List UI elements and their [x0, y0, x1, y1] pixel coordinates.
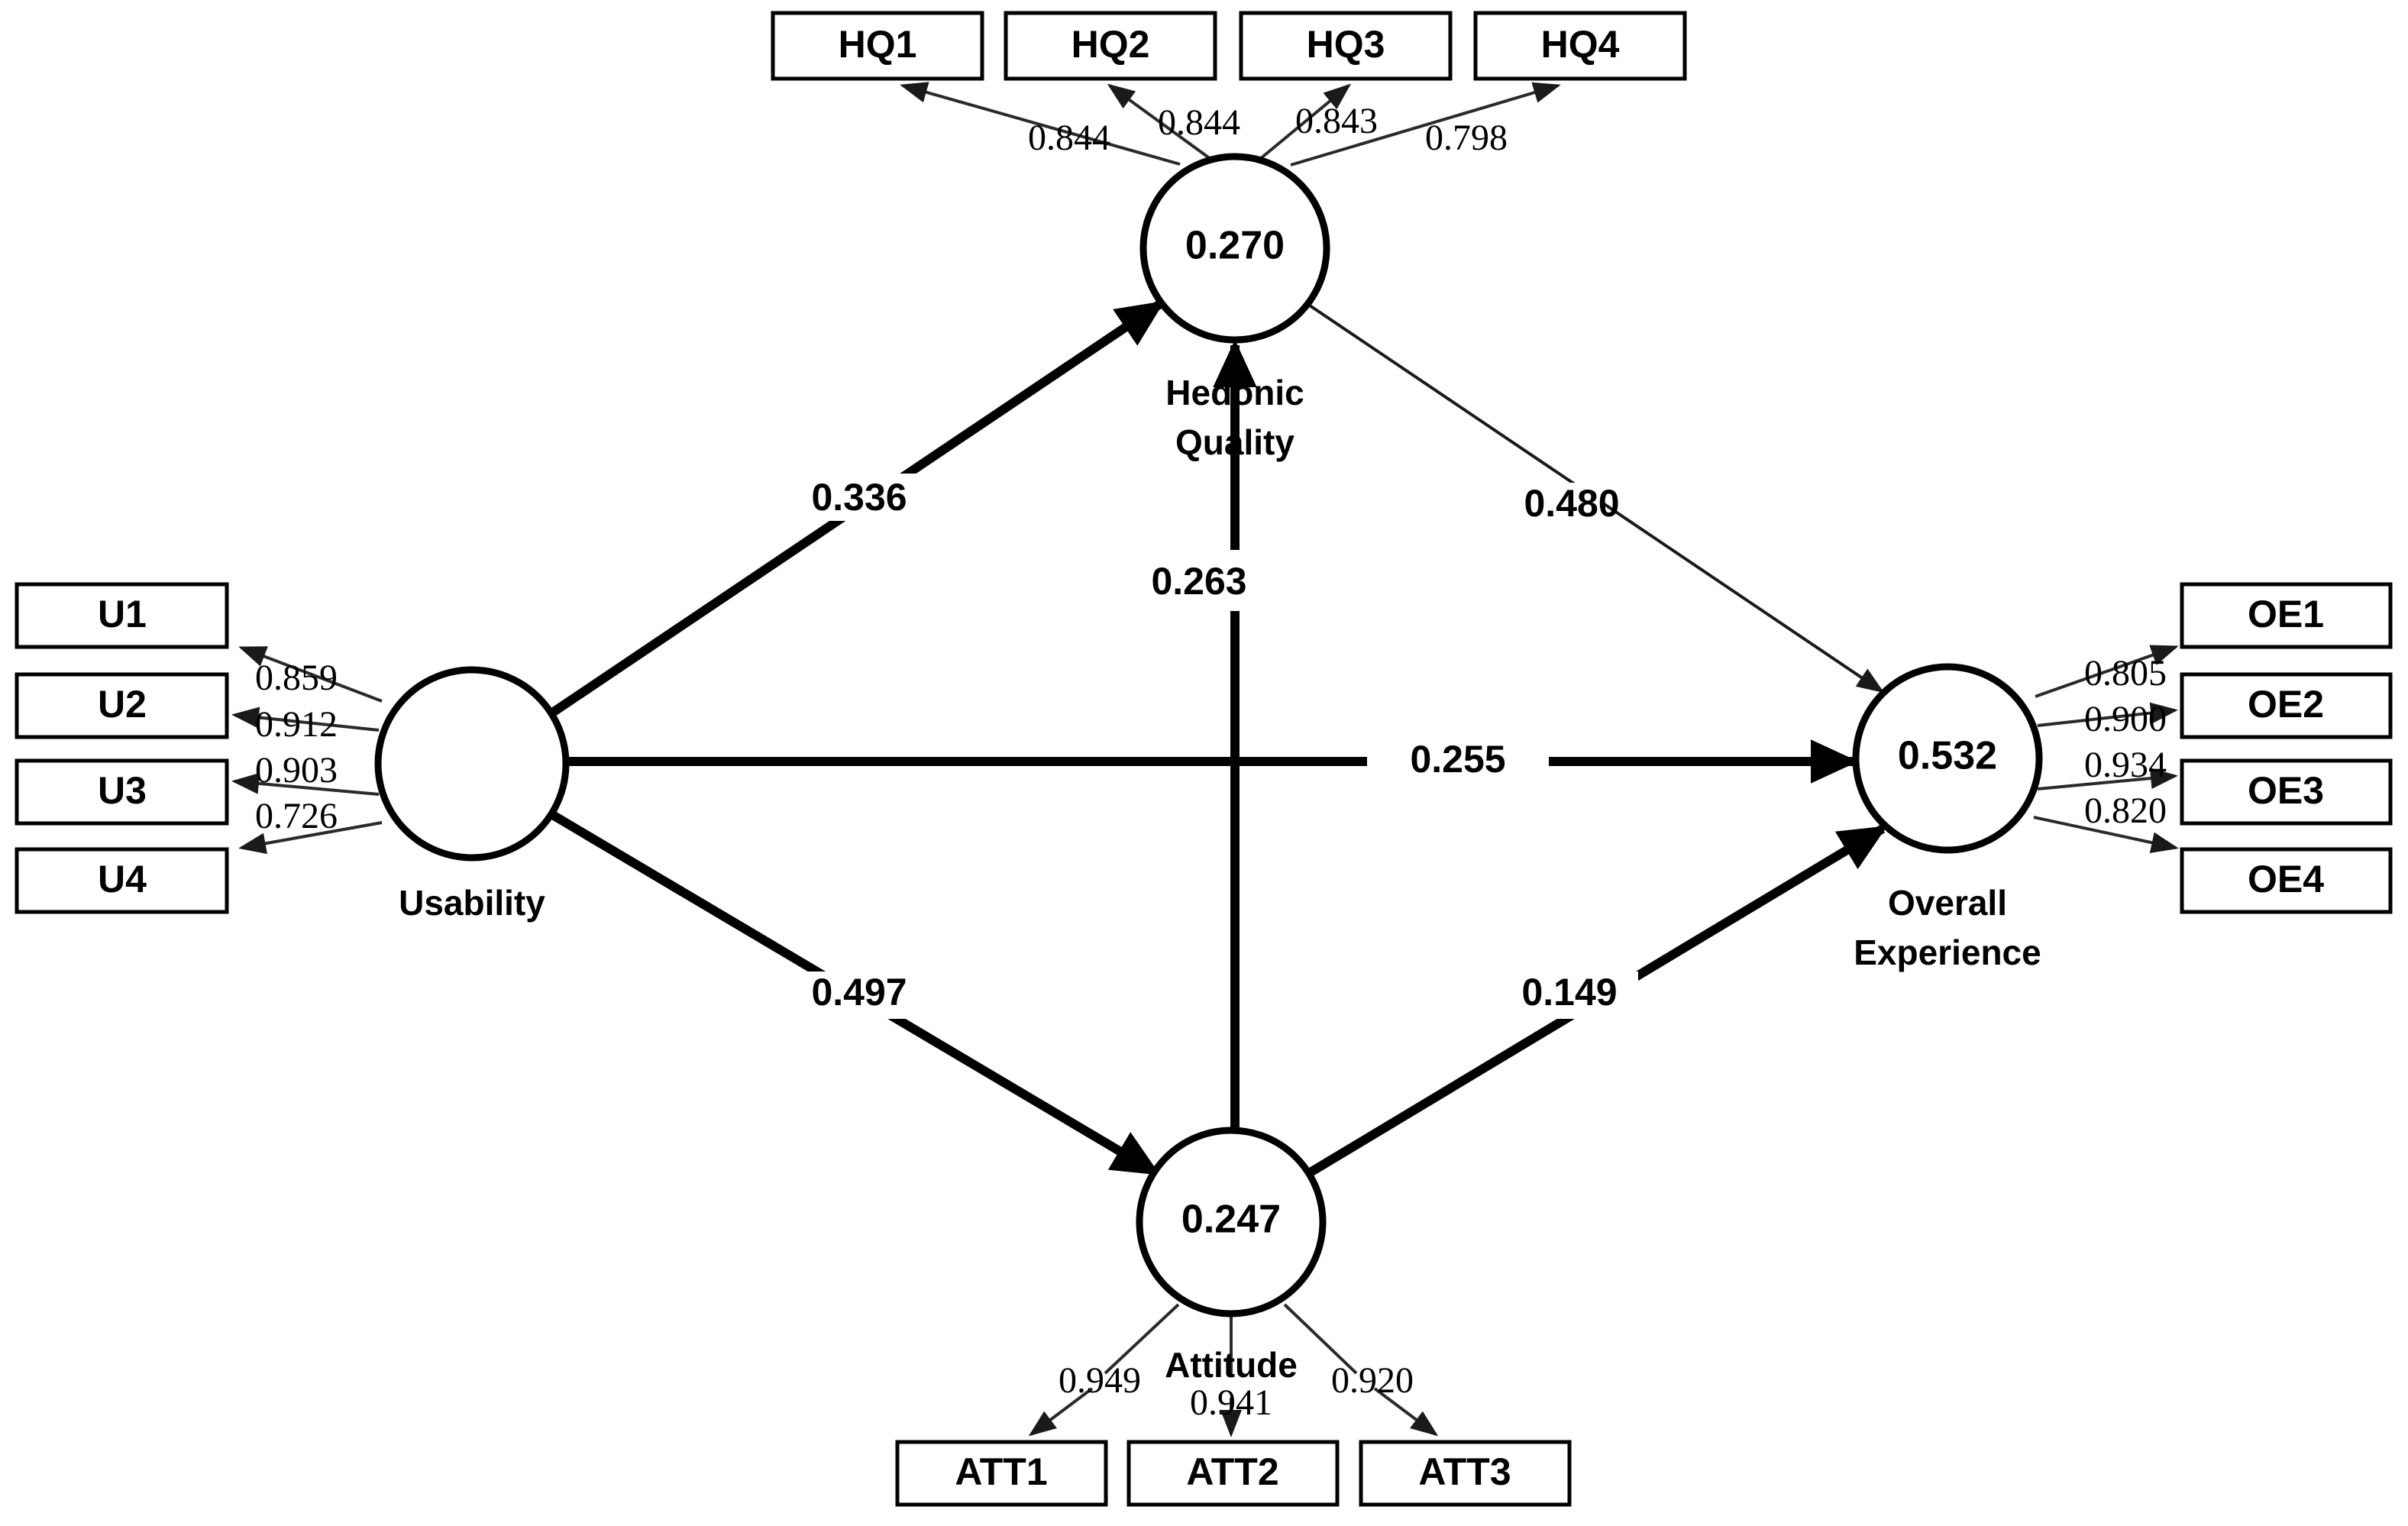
loading-value-oe3: 0.934: [2084, 745, 2167, 785]
indicator-label-oe2: OE2: [2248, 683, 2324, 726]
coef-usability-to-hedonic-quality: 0.336: [811, 476, 907, 519]
loading-path-u2: [231, 706, 380, 732]
indicator-label-oe4: OE4: [2248, 858, 2324, 900]
hq-indicator-group: HQ1 HQ2 HQ3 HQ4 0.844 0.844 0.843 0.798: [771, 11, 1687, 167]
construct-label-usability: Usability: [399, 883, 545, 923]
construct-circle-hedonic-quality[interactable]: [1139, 153, 1330, 344]
loading-value-oe2: 0.900: [2084, 699, 2167, 739]
indicator-label-hq2: HQ2: [1071, 23, 1150, 66]
indicator-box-u3[interactable]: [15, 758, 229, 826]
construct-label-overall-experience-line2: Experience: [1854, 933, 2041, 972]
loading-path-u3: [231, 772, 380, 796]
indicator-box-att2[interactable]: [1126, 1440, 1340, 1507]
coef-bg-usability-attitude: [790, 972, 928, 1019]
loading-path-att3-upper: [1283, 1303, 1358, 1375]
loading-path-u1: [238, 646, 383, 703]
construct-attitude[interactable]: 0.247 Attitude: [1136, 1127, 1327, 1385]
indicator-box-hq2[interactable]: [1004, 11, 1217, 81]
loading-path-hq3: [1259, 83, 1352, 160]
indicator-label-oe3: OE3: [2248, 769, 2324, 812]
construct-rsquare-overall-experience: 0.532: [1898, 734, 1997, 778]
indicator-label-att2: ATT2: [1186, 1450, 1278, 1493]
loading-path-u4: [238, 821, 383, 855]
construct-rsquare-attitude: 0.247: [1181, 1198, 1281, 1242]
indicator-label-hq4: HQ4: [1541, 23, 1620, 66]
loading-path-hq4: [1290, 82, 1561, 167]
coef-attitude-to-hedonic-quality: 0.263: [1151, 560, 1246, 603]
indicator-box-u1[interactable]: [15, 582, 229, 649]
loading-value-u2: 0.912: [255, 704, 338, 745]
loading-value-hq1: 0.844: [1028, 118, 1110, 158]
loading-path-oe3: [2037, 768, 2178, 790]
coef-bg-usability-hedonic: [790, 474, 928, 521]
loading-value-oe4: 0.820: [2084, 790, 2167, 831]
loading-value-u4: 0.726: [255, 796, 338, 836]
loading-value-u1: 0.859: [255, 658, 338, 698]
indicator-box-u4[interactable]: [15, 847, 229, 914]
indicator-box-oe1[interactable]: [2180, 582, 2393, 649]
indicator-label-u3: U3: [98, 769, 147, 812]
loading-value-att3: 0.920: [1331, 1360, 1414, 1401]
construct-circle-overall-experience[interactable]: [1852, 663, 2043, 854]
construct-circle-attitude[interactable]: [1136, 1127, 1327, 1317]
coef-attitude-to-overall-experience: 0.149: [1521, 971, 1617, 1014]
loading-path-hq1: [900, 82, 1181, 166]
indicator-label-att3: ATT3: [1418, 1450, 1511, 1493]
att-indicator-group: ATT1 ATT2 ATT3 0.949 0.941 0.920: [895, 1303, 1572, 1507]
loading-path-att1: [1028, 1387, 1094, 1437]
indicator-box-oe3[interactable]: [2180, 758, 2393, 826]
loading-value-u3: 0.903: [255, 750, 338, 790]
indicator-label-oe1: OE1: [2248, 593, 2324, 635]
indicator-box-hq3[interactable]: [1239, 11, 1453, 81]
loading-value-att1: 0.949: [1059, 1360, 1141, 1401]
coef-hedonic-quality-to-overall-experience: 0.480: [1524, 482, 1619, 525]
loading-path-hq2: [1107, 83, 1212, 160]
indicator-box-att3[interactable]: [1359, 1440, 1572, 1507]
loading-path-att1-upper: [1104, 1303, 1180, 1375]
indicator-box-att1[interactable]: [895, 1440, 1108, 1507]
construct-circle-usability[interactable]: [374, 666, 570, 862]
construct-hedonic-quality[interactable]: 0.270 Hedonic Quality: [1139, 153, 1330, 462]
construct-usability[interactable]: Usability: [374, 666, 570, 923]
loading-value-hq3: 0.843: [1295, 101, 1378, 141]
coefficient-labels: 0.336 0.263 0.480 0.255 0.497 0.149: [790, 474, 1638, 1019]
loading-path-oe2: [2037, 702, 2178, 727]
loading-path-oe1: [2035, 645, 2179, 698]
coef-bg-attitude-hedonic: [1130, 558, 1268, 605]
indicator-box-oe2[interactable]: [2180, 672, 2393, 739]
indicator-label-hq3: HQ3: [1307, 23, 1385, 66]
indicator-label-u2: U2: [98, 683, 147, 726]
loading-path-oe4: [2033, 816, 2179, 853]
indicator-label-u1: U1: [98, 593, 147, 635]
indicator-box-oe4[interactable]: [2180, 847, 2393, 914]
construct-rsquare-hedonic-quality: 0.270: [1185, 224, 1285, 268]
coef-bg-attitude-oe: [1501, 972, 1638, 1019]
indicator-label-hq1: HQ1: [839, 23, 917, 66]
loading-path-att3: [1373, 1387, 1439, 1437]
construct-label-hedonic-quality-line1: Hedonic: [1165, 373, 1304, 412]
indicator-box-hq4[interactable]: [1473, 11, 1687, 81]
indicator-box-u2[interactable]: [15, 672, 229, 739]
coef-usability-to-overall-experience: 0.255: [1410, 738, 1505, 781]
loading-value-oe1: 0.805: [2084, 653, 2167, 693]
loading-value-hq4: 0.798: [1425, 118, 1508, 158]
loading-value-hq2: 0.844: [1158, 102, 1240, 143]
indicator-box-hq1[interactable]: [771, 11, 984, 81]
indicator-label-att1: ATT1: [955, 1450, 1047, 1493]
construct-label-hedonic-quality-line2: Quality: [1175, 422, 1295, 462]
construct-overall-experience[interactable]: 0.532 Overall Experience: [1852, 663, 2043, 972]
coef-bg-hedonic-oe: [1463, 483, 1604, 530]
construct-label-overall-experience-line1: Overall: [1888, 883, 2007, 923]
loading-value-att2: 0.941: [1190, 1382, 1272, 1423]
coef-usability-to-attitude: 0.497: [811, 971, 907, 1014]
indicator-label-u4: U4: [98, 858, 147, 900]
usability-indicator-group: U1 U2 U3 U4 0.859 0.912 0.903 0.726: [15, 582, 383, 914]
oe-indicator-group: OE1 OE2 OE3 OE4 0.805 0.900 0.934 0.820: [2033, 582, 2393, 914]
construct-label-attitude: Attitude: [1165, 1345, 1298, 1385]
